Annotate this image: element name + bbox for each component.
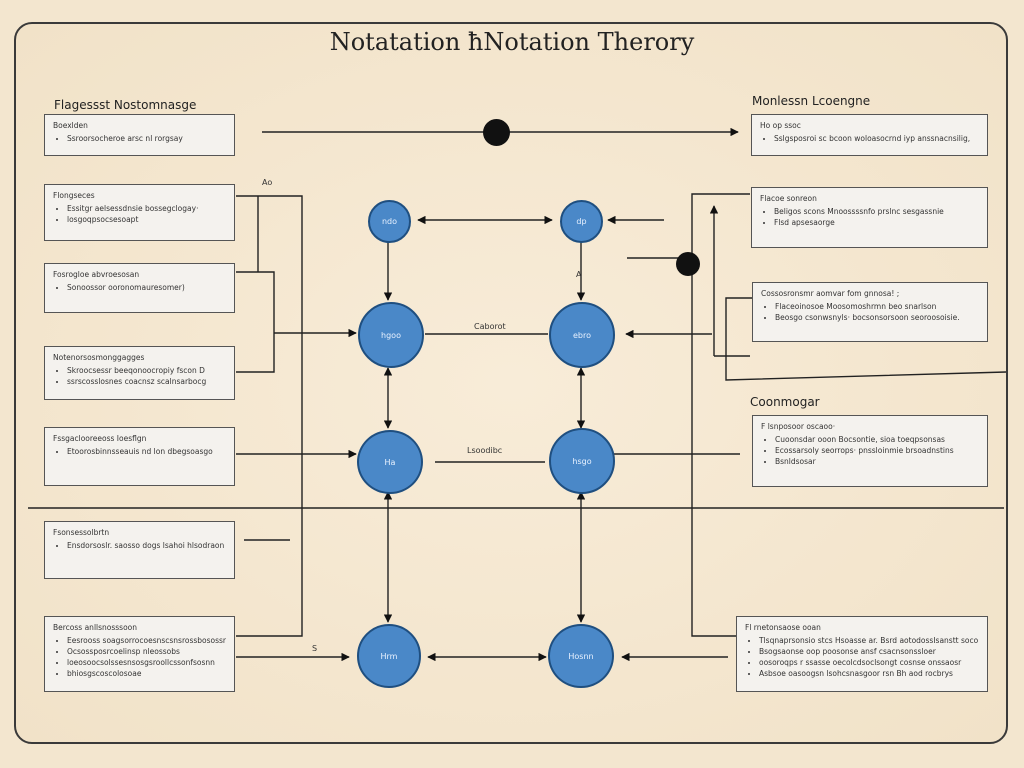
node-1: ndo [368,200,411,243]
box-item: losgoqpsocsesoapt [67,214,226,225]
left-box-2: Flongseces Essitgr aelsessdnsie bossegcl… [44,184,235,241]
box-item: Essitgr aelsessdnsie bossegclogay· [67,203,226,214]
box-title: Fl rnetonsaose ooan [745,623,821,632]
box-item: Asbsoe oasoogsn lsohcsnasgoor rsn Bh aod… [759,668,979,679]
box-title: Flongseces [53,191,95,200]
box-item: Beosgo csonwsnyls· bocsonsorsoon seoroos… [775,312,979,323]
node-6: hsgo [549,428,615,494]
box-title: Fsonsessolbrtn [53,528,110,537]
edge-label-caborot: Caborot [474,322,506,331]
box-title: F lsnposoor oscaoo· [761,422,836,431]
left-box-4: Notenorsosmonggagges Skroocsessr beeqono… [44,346,235,400]
right-box-2: Flacoe sonreon Beligos scons Mnoossssnfo… [751,187,988,248]
edge-label-ao: Ao [262,178,273,187]
box-title: Flacoe sonreon [760,194,817,203]
box-item: Eesrooss soagsorrocoesnscsnsrossbosossr [67,635,226,646]
box-item: Sonoossor ooronomauresomer) [67,282,226,293]
left-box-6: Fsonsessolbrtn Ensdorsoslr. saosso dogs … [44,521,235,579]
edge-label-s: S [312,644,318,653]
right-box-1: Ho op ssoc Sslgsposroi sc bcoon woloasoc… [751,114,988,156]
right-mid-heading: Coonmogar [750,395,820,409]
box-item: loeosoocsolssesnsosgsroollcssonfsosnn [67,657,226,668]
box-item: Flaceoinosoe Moosomoshrmn beo snarlson [775,301,979,312]
node-7: Hrm [357,624,421,688]
edge-label-a: A [576,270,582,279]
box-item: Bsogsaonse oop poosonse ansf csacnsonssl… [759,646,979,657]
box-item: Cuoonsdar ooon Bocsontie, sioa toeqpsons… [775,434,979,445]
box-item: Etoorosbinnsseauis nd lon dbegsoasgo [67,446,226,457]
box-item: Ocsossposrcoelinsp nleossobs [67,646,226,657]
box-item: oosoroqps r ssasse oecolcdsoclsongt cosn… [759,657,979,668]
left-box-5: Fssgaclooreeoss Ioesflgn Etoorosbinnssea… [44,427,235,486]
left-heading: Flagessst Nostomnasge [54,98,197,112]
right-heading: Monlessn Lcoengne [752,94,871,108]
box-item: Beligos scons Mnoossssnfo prslnc sesgass… [774,206,979,217]
right-box-4: F lsnposoor oscaoo· Cuoonsdar ooon Bocso… [752,415,988,487]
left-box-1: Boexlden Ssroorsocheroe arsc nl rorgsay [44,114,235,156]
box-item: Bsnldsosar [775,456,979,467]
node-2: dp [560,200,603,243]
node-5: Ha [357,430,423,494]
node-4: ebro [549,302,615,368]
box-item: Ssroorsocheroe arsc nl rorgsay [67,133,226,144]
right-box-3: Cossosronsmr aomvar fom gnnosa! ; Flaceo… [752,282,988,342]
junction-dot [676,252,700,276]
box-title: Fssgaclooreeoss Ioesflgn [53,434,147,443]
box-item: bhiosgscoscolosoae [67,668,226,679]
node-8: Hosnn [548,624,614,688]
left-box-7: Bercoss anllsnosssoon Eesrooss soagsorro… [44,616,235,692]
box-item: Skroocsessr beeqonoocropiy fscon D [67,365,226,376]
right-box-5: Fl rnetonsaose ooan Tlsqnaprsonsio stcs … [736,616,988,692]
start-dot [483,119,510,146]
edge-label-lsoodibc: Lsoodibc [467,446,503,455]
box-item: Ensdorsoslr. saosso dogs lsahoi hlsodrao… [67,540,226,551]
box-item: Sslgsposroi sc bcoon woloasocrnd iyp ans… [774,133,979,144]
box-title: Ho op ssoc [760,121,801,130]
box-item: Tlsqnaprsonsio stcs Hsoasse ar. Bsrd aot… [759,635,979,646]
box-item: ssrscosslosnes coacnsz scalnsarbocg [67,376,226,387]
left-box-3: Fosrogloe abvroesosan Sonoossor ooronoma… [44,263,235,313]
box-title: Fosrogloe abvroesosan [53,270,140,279]
box-title: Bercoss anllsnosssoon [53,623,138,632]
node-3: hgoo [358,302,424,368]
box-title: Cossosronsmr aomvar fom gnnosa! ; [761,289,900,298]
box-title: Notenorsosmonggagges [53,353,145,362]
box-title: Boexlden [53,121,88,130]
diagram-title: Notatation ħNotation Therory [329,28,695,56]
box-item: Flsd apsesaorge [774,217,979,228]
box-item: Ecossarsoly seorrops· pnssloinmie brsoad… [775,445,979,456]
